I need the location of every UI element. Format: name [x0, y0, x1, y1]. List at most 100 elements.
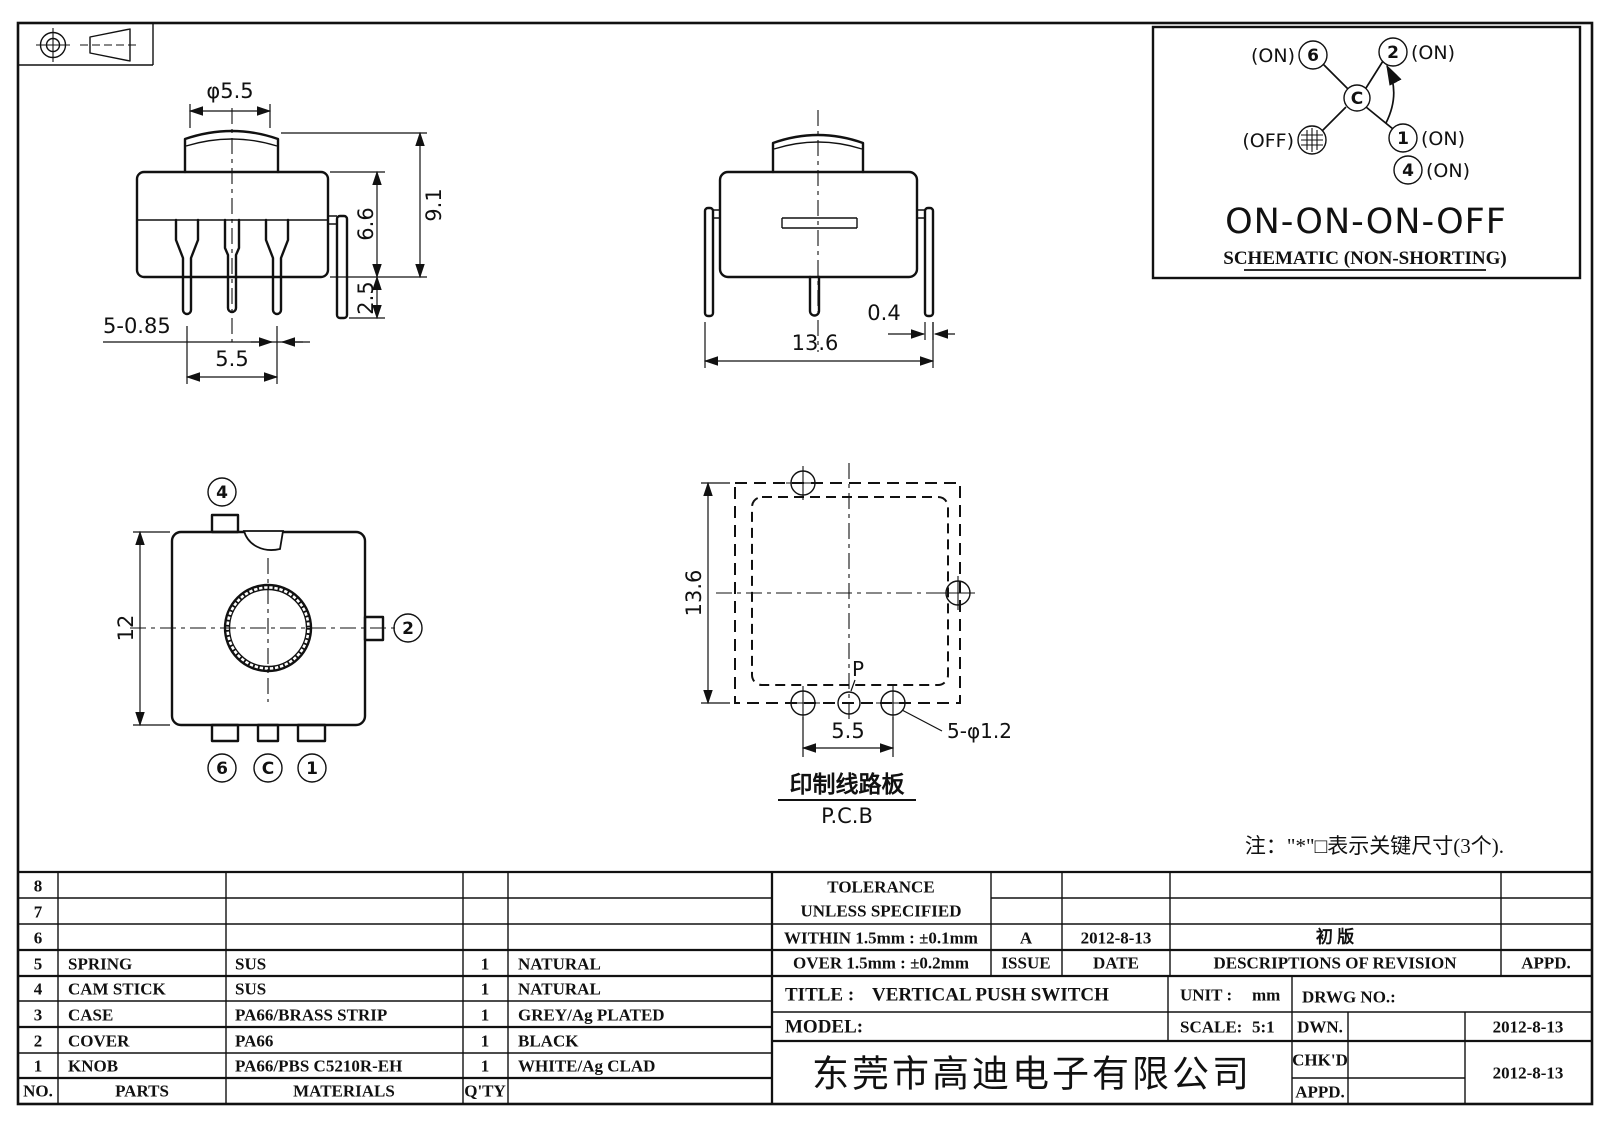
pcb-hole-bottom-left-icon — [786, 686, 820, 720]
row-no: 8 — [34, 877, 43, 896]
pcb-hole-p-icon — [837, 691, 861, 715]
bv-pin4: 4 — [216, 483, 228, 503]
front-dim-body-height: 6.6 — [354, 207, 378, 240]
pin2-number: 2 — [1387, 43, 1399, 63]
front-dim-total-height: 9.1 — [422, 188, 446, 221]
front-dim-pin-spec: 5-0.85 — [103, 314, 171, 338]
row-no: 5 — [34, 955, 43, 974]
revision-issue-label: ISSUE — [1001, 954, 1050, 973]
bv-dim-body: 12 — [114, 615, 138, 642]
side-view: 13.6 0.4 — [703, 110, 955, 368]
pin6-number: 6 — [1307, 46, 1319, 66]
pcb-hole-top-icon — [786, 466, 820, 500]
switch-function: ON-ON-ON-OFF — [1225, 202, 1507, 242]
pin4-number: 4 — [1402, 161, 1414, 181]
pcb-dim-holes: 5-φ1.2 — [947, 719, 1012, 743]
unit-label: UNIT : — [1180, 986, 1232, 1005]
revision-date-label: DATE — [1093, 954, 1139, 973]
row-part: CAM STICK — [68, 980, 167, 999]
pin1-state: (ON) — [1421, 128, 1465, 150]
dwn-label: DWN. — [1297, 1018, 1343, 1037]
pcb-p-label: P — [852, 657, 864, 681]
bv-pinC: C — [262, 759, 274, 779]
title-block-grid — [18, 870, 1592, 1104]
row-qty: 1 — [481, 1006, 490, 1025]
pin2-circle-icon — [1378, 37, 1408, 67]
row-no: 4 — [34, 980, 43, 999]
front-dim-pin-length: 2.5 — [354, 281, 378, 314]
row-finish: NATURAL — [518, 980, 601, 999]
bv-pin6: 6 — [216, 759, 228, 779]
row-no: 3 — [34, 1006, 43, 1025]
company-name: 东莞市高迪电子有限公司 — [812, 1054, 1252, 1096]
front-dim-pin-span: 5.5 — [215, 347, 248, 371]
tolerance-over: OVER 1.5mm : ±0.2mm — [793, 954, 969, 973]
chkd-date: 2012-8-13 — [1493, 1064, 1564, 1083]
side-dim-bracket: 0.4 — [867, 301, 900, 325]
row-no: 1 — [34, 1057, 43, 1076]
pcb-caption-cn: 印制线路板 — [790, 771, 906, 797]
pin1-number: 1 — [1397, 129, 1409, 149]
schematic-caption: SCHEMATIC (NON-SHORTING) — [1223, 248, 1506, 269]
revision-description-label: DESCRIPTIONS OF REVISION — [1213, 954, 1457, 973]
bottom-view: 4 2 6 C 1 12 — [114, 477, 423, 783]
row-part: COVER — [68, 1032, 130, 1051]
pcb-caption-en: P.C.B — [821, 804, 873, 828]
front-dim-diameter: φ5.5 — [206, 79, 253, 103]
header-qty: Q'TY — [464, 1082, 506, 1101]
off-position-icon — [1297, 125, 1327, 155]
pin6-circle-icon — [1298, 40, 1328, 70]
pin2-state: (ON) — [1411, 42, 1455, 64]
row-no: 2 — [34, 1032, 43, 1051]
row-no: 6 — [34, 929, 43, 948]
schematic-panel: 6 2 C 1 4 (ON) (ON) (OFF) (ON) (ON) ON-O… — [1151, 25, 1582, 280]
header-parts: PARTS — [115, 1082, 169, 1101]
row-qty: 1 — [481, 1032, 490, 1051]
pin1-circle-icon — [1388, 123, 1418, 153]
row-finish: WHITE/Ag CLAD — [518, 1057, 655, 1076]
revision-description-value: 初 版 — [1316, 927, 1354, 947]
appd-label: APPD. — [1295, 1083, 1345, 1102]
projection-symbol — [18, 23, 154, 66]
pcb-hole-right-icon — [941, 576, 975, 610]
dwn-date: 2012-8-13 — [1493, 1018, 1564, 1037]
side-dim-width: 13.6 — [792, 331, 839, 355]
row-qty: 1 — [481, 955, 490, 974]
row-no: 7 — [34, 903, 43, 922]
scale-label: SCALE: — [1180, 1018, 1242, 1037]
scale-value: 5:1 — [1252, 1018, 1275, 1037]
drwg-label: DRWG NO.: — [1302, 988, 1396, 1007]
revision-date-value: 2012-8-13 — [1081, 929, 1152, 948]
row-material: PA66 — [235, 1032, 273, 1051]
row-material: SUS — [235, 955, 266, 974]
pcb-hole-bottom-right-icon — [876, 686, 910, 720]
unit-value: mm — [1252, 986, 1280, 1005]
bv-pin2: 2 — [402, 619, 414, 639]
parts-table: 8 7 6 5 4 3 2 1 SPRING CAM STICK CASE CO… — [23, 877, 664, 1101]
pin4-state: (ON) — [1426, 160, 1470, 182]
revision-appd-label: APPD. — [1521, 954, 1571, 973]
pin4-circle-icon — [1393, 155, 1423, 185]
pin6-state: (ON) — [1251, 45, 1295, 67]
header-materials: MATERIALS — [293, 1082, 395, 1101]
model-label: MODEL: — [785, 1017, 863, 1038]
tolerance-line2: UNLESS SPECIFIED — [800, 902, 961, 921]
row-material: PA66/BRASS STRIP — [235, 1006, 387, 1025]
revision-issue-value: A — [1020, 929, 1033, 948]
row-qty: 1 — [481, 1057, 490, 1076]
revision-block: A 2012-8-13 初 版 ISSUE DATE DESCRIPTIONS … — [1001, 927, 1570, 973]
row-part: KNOB — [68, 1057, 118, 1076]
header-no: NO. — [23, 1082, 53, 1101]
row-finish: GREY/Ag PLATED — [518, 1006, 665, 1025]
front-view: φ5.5 9.1 6.6 2.5 5-0.85 5.5 — [103, 79, 446, 384]
row-part: SPRING — [68, 955, 132, 974]
row-finish: BLACK — [518, 1032, 579, 1051]
pcb-dim-span: 5.5 — [831, 719, 864, 743]
row-qty: 1 — [481, 980, 490, 999]
sheet-border — [16, 21, 1594, 1106]
common-circle-icon — [1343, 84, 1371, 112]
row-material: SUS — [235, 980, 266, 999]
pcb-dim-height: 13.6 — [682, 570, 706, 617]
pcb-view: P 5-φ1.2 13.6 5.5 印制线路板 P.C.B — [682, 463, 1012, 828]
